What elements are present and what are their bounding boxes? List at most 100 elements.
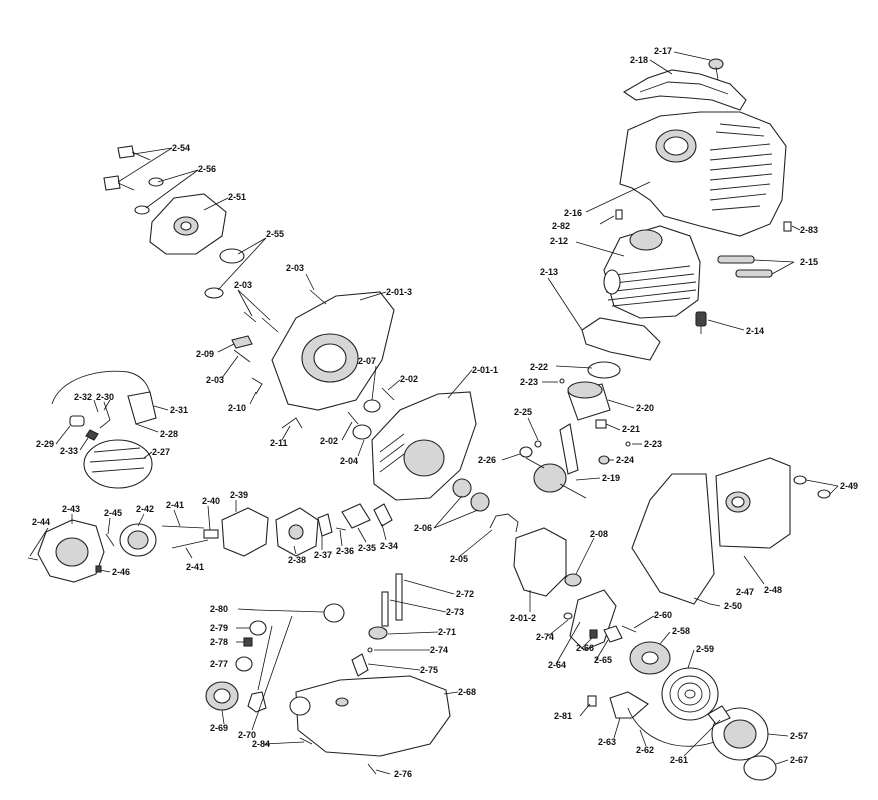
label-2-75: 2-75 (420, 665, 438, 675)
label-2-70: 2-70 (238, 730, 256, 740)
part-2-77 (235, 656, 253, 672)
part-2-78 (243, 637, 253, 647)
part-2-22-rings (587, 361, 621, 379)
part-2-73-tube (381, 591, 389, 627)
part-2-50-bolt (693, 597, 711, 605)
part-2-01-1-crankcase (371, 391, 477, 501)
part-2-11 (281, 417, 303, 429)
label-2-35: 2-35 (358, 543, 376, 553)
part-2-40 (203, 529, 219, 539)
label-2-81: 2-81 (554, 711, 572, 721)
part-2-49-washer-b (817, 489, 831, 499)
label-2-80: 2-80 (210, 604, 228, 614)
label-2-17: 2-17 (654, 46, 672, 56)
label-2-62: 2-62 (636, 745, 654, 755)
label-2-73: 2-73 (446, 607, 464, 617)
part-2-55-washer-b (204, 287, 224, 299)
label-2-54: 2-54 (172, 143, 190, 153)
part-2-02-screw-a (381, 387, 395, 401)
label-2-69: 2-69 (210, 723, 228, 733)
label-2-56: 2-56 (198, 164, 216, 174)
label-2-10: 2-10 (228, 403, 246, 413)
part-labels: 2-17 2-18 2-16 2-82 2-83 2-12 2-15 2-13 … (32, 46, 858, 779)
part-2-01-3-crankcase (271, 291, 395, 411)
label-2-45: 2-45 (104, 508, 122, 518)
part-2-36 (335, 527, 347, 531)
label-2-58: 2-58 (672, 626, 690, 636)
part-2-45 (105, 533, 115, 547)
label-2-84: 2-84 (252, 739, 270, 749)
label-2-23-a: 2-23 (520, 377, 538, 387)
part-2-83 (783, 221, 792, 232)
part-2-12-cylinder (603, 225, 701, 319)
label-2-31: 2-31 (170, 405, 188, 415)
part-2-76-screw (367, 763, 377, 775)
label-2-44: 2-44 (32, 517, 50, 527)
label-2-63: 2-63 (598, 737, 616, 747)
leader-lines (29, 51, 839, 775)
part-2-02-screw-b (347, 411, 359, 425)
part-2-38-carburetor (275, 507, 319, 557)
label-2-03-a: 2-03 (286, 263, 304, 273)
part-2-13-gasket (581, 317, 661, 361)
part-2-55-washer-a (219, 248, 245, 264)
label-2-42: 2-42 (136, 504, 154, 514)
label-2-61: 2-61 (670, 755, 688, 765)
label-2-57: 2-57 (790, 731, 808, 741)
label-2-11: 2-11 (270, 438, 288, 448)
label-2-03-b: 2-03 (234, 280, 252, 290)
label-2-32: 2-32 (74, 392, 92, 402)
label-2-02-a: 2-02 (400, 374, 418, 384)
part-2-42-ring (119, 523, 157, 557)
label-2-46: 2-46 (112, 567, 130, 577)
label-2-74-b: 2-74 (536, 632, 554, 642)
label-2-82: 2-82 (552, 221, 570, 231)
part-2-63-handle (609, 691, 649, 719)
part-2-05-clip (489, 513, 519, 533)
part-2-71-filter (368, 626, 388, 640)
part-2-37 (317, 513, 333, 537)
part-2-25 (534, 440, 542, 448)
part-2-24 (598, 455, 610, 465)
part-2-61-starter-housing (711, 707, 769, 761)
part-2-10 (251, 377, 263, 395)
label-2-39: 2-39 (230, 490, 248, 500)
part-2-16-cylinder-cover (619, 111, 787, 237)
label-2-01-3: 2-01-3 (386, 287, 412, 297)
part-2-60-screw (621, 625, 637, 633)
label-2-77: 2-77 (210, 659, 228, 669)
part-2-39-intake (221, 507, 269, 557)
part-2-70 (247, 691, 267, 713)
label-2-49: 2-49 (840, 481, 858, 491)
label-2-21: 2-21 (622, 424, 640, 434)
part-2-46 (95, 565, 102, 573)
part-2-67-cover (743, 755, 777, 781)
label-2-59: 2-59 (696, 644, 714, 654)
part-2-33 (85, 429, 99, 441)
part-2-17-screw (708, 58, 724, 81)
label-2-43: 2-43 (62, 504, 80, 514)
part-2-06-bearing-b (470, 492, 490, 512)
label-2-65: 2-65 (594, 655, 612, 665)
label-2-08: 2-08 (590, 529, 608, 539)
label-2-83: 2-83 (800, 225, 818, 235)
label-2-36: 2-36 (336, 546, 354, 556)
label-2-14: 2-14 (746, 326, 764, 336)
part-2-35 (341, 503, 371, 529)
part-2-66 (589, 629, 598, 639)
label-2-24: 2-24 (616, 455, 634, 465)
label-2-23-b: 2-23 (644, 439, 662, 449)
label-2-37: 2-37 (314, 550, 332, 560)
label-2-06: 2-06 (414, 523, 432, 533)
label-2-74-a: 2-74 (430, 645, 448, 655)
label-2-03-c: 2-03 (206, 375, 224, 385)
part-2-34-gasket (373, 503, 393, 527)
label-2-51: 2-51 (228, 192, 246, 202)
part-2-49-washer-a (793, 475, 807, 485)
label-2-50: 2-50 (724, 601, 742, 611)
label-2-07: 2-07 (358, 356, 376, 366)
part-2-23-clip-a (559, 378, 565, 384)
label-2-64: 2-64 (548, 660, 566, 670)
label-2-28: 2-28 (160, 429, 178, 439)
label-2-12: 2-12 (550, 236, 568, 246)
